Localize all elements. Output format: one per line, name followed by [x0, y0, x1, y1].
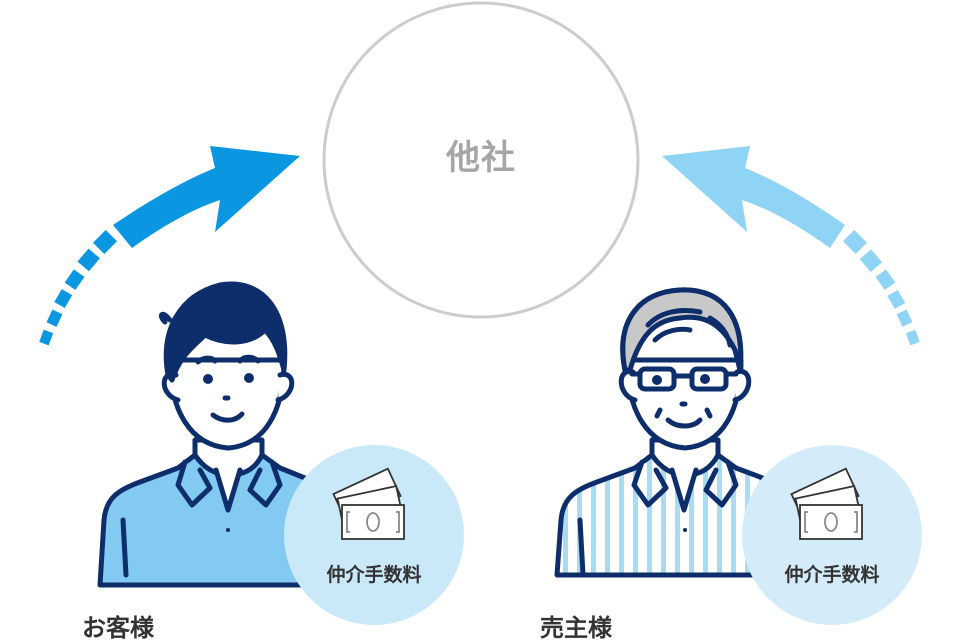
customer-person: [97, 281, 313, 588]
arrow-right-icon: [662, 146, 920, 346]
customer-label: お客様: [82, 614, 154, 642]
fee-badge-seller: [742, 445, 922, 625]
fee-badge-customer: [284, 445, 464, 625]
other-company-circle: [322, 1, 640, 319]
banknotes-icon: [790, 467, 863, 540]
fee-label-seller: 仲介手数料: [784, 564, 880, 586]
seller-person: [554, 287, 771, 578]
banknotes-icon: [332, 467, 405, 540]
fee-label-customer: 仲介手数料: [326, 564, 422, 586]
other-company-label: 他社: [446, 138, 516, 178]
arrow-left-icon: [39, 146, 300, 346]
seller-label: 売主様: [540, 614, 612, 642]
